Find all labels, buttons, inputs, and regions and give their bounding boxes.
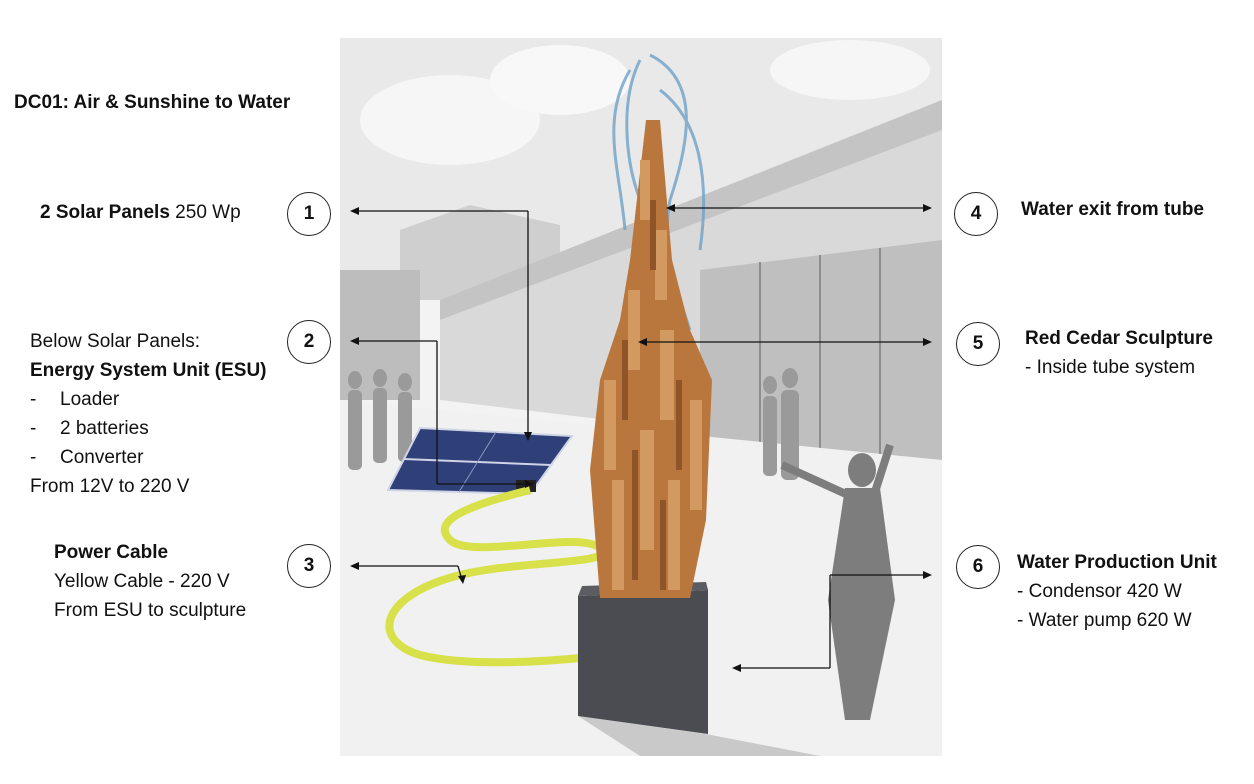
callout-6-line: - Water pump 620 W bbox=[1017, 610, 1192, 631]
power-cable bbox=[385, 486, 607, 667]
callout-5-title: Red Cedar Sculpture bbox=[1025, 328, 1213, 349]
callout-2-title: Energy System Unit (ESU) bbox=[30, 360, 267, 381]
callout-2-footer: From 12V to 220 V bbox=[30, 476, 190, 497]
callout-4-label: Water exit from tube bbox=[1021, 195, 1204, 224]
callout-6-title: Water Production Unit bbox=[1017, 552, 1217, 573]
callout-6-line: - Condensor 420 W bbox=[1017, 581, 1182, 602]
callout-number-1: 1 bbox=[287, 192, 331, 236]
callout-4-title: Water exit from tube bbox=[1021, 199, 1204, 220]
callout-5-line: - Inside tube system bbox=[1025, 357, 1196, 378]
callout-2-intro: Below Solar Panels: bbox=[30, 331, 201, 352]
callout-2-item: -Loader bbox=[30, 389, 120, 410]
callout-6-label: Water Production Unit - Condensor 420 W … bbox=[1017, 548, 1217, 635]
callout-5-label: Red Cedar Sculpture - Inside tube system bbox=[1025, 324, 1213, 382]
callout-2-item: -2 batteries bbox=[30, 418, 149, 439]
leader-lines bbox=[352, 207, 928, 669]
callout-3-line: Yellow Cable - 220 V bbox=[54, 571, 230, 592]
callout-3-title: Power Cable bbox=[54, 542, 169, 563]
callout-number-2: 2 bbox=[287, 320, 331, 364]
sculpture-base bbox=[578, 582, 708, 734]
callout-3-label: Power Cable Yellow Cable - 220 V From ES… bbox=[54, 538, 246, 625]
red-cedar-sculpture bbox=[590, 120, 712, 598]
base-shadow bbox=[578, 716, 820, 756]
callout-number-5: 5 bbox=[956, 322, 1000, 366]
callout-2-label: Below Solar Panels: Energy System Unit (… bbox=[30, 327, 267, 501]
callout-number-6: 6 bbox=[956, 545, 1000, 589]
diagram-title: DC01: Air & Sunshine to Water bbox=[14, 92, 291, 113]
callout-2-item: -Converter bbox=[30, 447, 144, 468]
callout-1-title: 2 Solar Panels bbox=[40, 202, 170, 223]
callout-number-4: 4 bbox=[954, 192, 998, 236]
callout-number-3: 3 bbox=[287, 544, 331, 588]
callout-1-value: 250 Wp bbox=[169, 202, 241, 223]
callout-3-line: From ESU to sculpture bbox=[54, 600, 247, 621]
arrowheads bbox=[350, 204, 932, 672]
callout-1-label: 2 Solar Panels 250 Wp bbox=[40, 198, 241, 227]
